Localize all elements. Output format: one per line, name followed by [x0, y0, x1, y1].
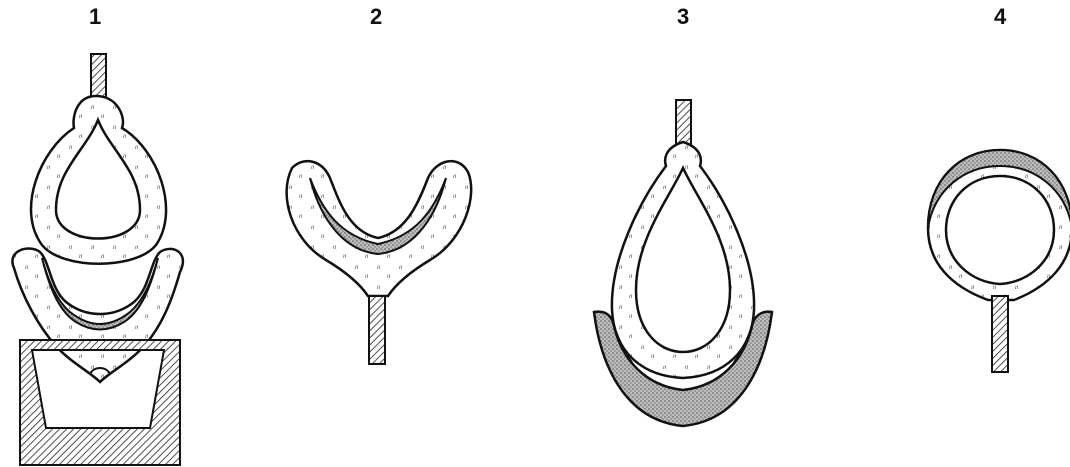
figure-1-lower-u — [12, 249, 183, 382]
figure-2-tube — [369, 296, 385, 364]
figure-4-tube — [992, 296, 1008, 372]
figure-2-y-shape — [287, 161, 472, 296]
figure-4-ring — [928, 150, 1070, 300]
figure-1-upper-bulb — [31, 96, 166, 264]
figure-2 — [287, 161, 472, 364]
figure-1 — [12, 54, 183, 465]
figure-3 — [594, 100, 772, 426]
figure-3-bulb — [612, 142, 754, 378]
figure-4 — [928, 150, 1070, 372]
